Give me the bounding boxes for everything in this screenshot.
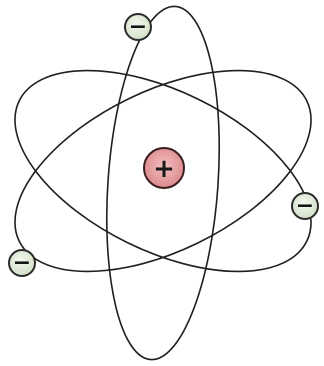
electron-symbol: − (296, 194, 314, 219)
electron-symbol: − (13, 251, 31, 276)
electron-top: − (125, 14, 151, 40)
nucleus: + (144, 148, 184, 188)
nucleus-symbol: + (153, 154, 175, 184)
electron-right: − (292, 193, 318, 219)
electron-symbol: − (129, 15, 147, 40)
electron-left: − (9, 250, 35, 276)
